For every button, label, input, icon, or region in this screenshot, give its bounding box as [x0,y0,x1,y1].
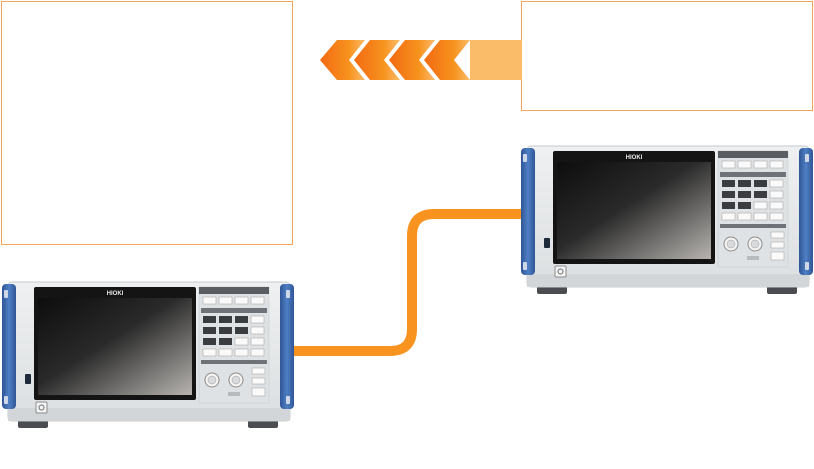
cable-connection-icon [293,209,525,356]
instrument-right: HIOKI [521,145,813,294]
power-button-icon[interactable] [554,265,567,278]
info-panel-right [521,1,813,111]
instrument-left: HIOKI [2,281,294,428]
instrument-brand-left: HIOKI [107,291,124,297]
instrument-brand-right: HIOKI [626,155,643,161]
power-button-icon[interactable] [35,401,48,414]
rotary-knobs-left[interactable] [204,367,266,397]
info-panel-left [1,1,293,245]
rotary-knobs-right[interactable] [723,231,785,261]
function-keys-right[interactable] [720,160,786,221]
function-keys-left[interactable] [201,296,267,357]
chevron-arrow-left-icon [320,40,522,80]
